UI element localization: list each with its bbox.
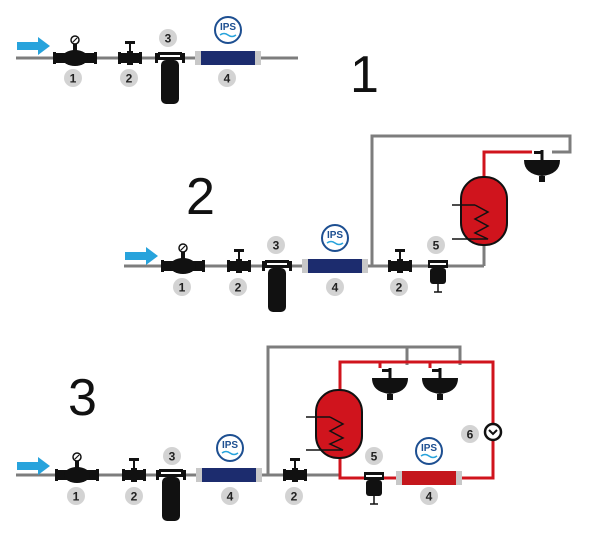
svg-text:3: 3: [169, 450, 176, 464]
ips-logo-text: IPS: [222, 440, 238, 451]
shutoff-valve-icon: [388, 249, 412, 273]
svg-text:2: 2: [126, 72, 133, 86]
badge-2: 2: [120, 69, 138, 87]
scenario-number: 1: [350, 46, 379, 104]
badge-1: 1: [64, 69, 82, 87]
shutoff-valve-icon: [227, 249, 251, 273]
ips-logo: IPS: [214, 16, 242, 44]
cold-branch-pipe: [370, 134, 572, 266]
cartridge-filter-icon: [155, 52, 185, 104]
circulation-pump-icon: [483, 422, 503, 442]
badge-4: 4: [218, 69, 236, 87]
ips-unit: [195, 51, 261, 65]
badge-2: 2: [390, 278, 408, 296]
svg-text:4: 4: [227, 490, 234, 504]
ips-logo-text: IPS: [421, 443, 437, 454]
inflow-arrow: [17, 37, 50, 55]
small-filter-icon: [363, 471, 385, 505]
badge-3: 3: [163, 447, 181, 465]
badge-1: 1: [67, 487, 85, 505]
shutoff-valve-icon: [283, 458, 307, 482]
sink-icon: [422, 368, 458, 400]
scenario-1: IPS 1 2 3 4 1: [16, 16, 379, 104]
ips-logo-text: IPS: [220, 22, 236, 33]
scenario-3: IPS IPS 1 2 3 4 2: [16, 345, 503, 521]
badge-1: 1: [173, 278, 191, 296]
svg-text:3: 3: [165, 32, 172, 46]
badge-2: 2: [125, 487, 143, 505]
sink-icon: [524, 150, 560, 182]
badge-2: 2: [285, 487, 303, 505]
hot-pipe: [482, 150, 532, 178]
badge-5: 5: [427, 236, 445, 254]
svg-text:1: 1: [70, 72, 77, 86]
svg-text:1: 1: [73, 490, 80, 504]
cartridge-filter-icon: [156, 469, 186, 521]
svg-text:2: 2: [235, 281, 242, 295]
badge-6: 6: [461, 425, 479, 443]
svg-text:5: 5: [371, 450, 378, 464]
ips-logo: IPS: [321, 224, 349, 252]
ips-unit: [302, 259, 368, 273]
water-heater-icon: [306, 389, 363, 459]
scenario-number: 3: [68, 369, 97, 427]
ips-logo: IPS: [415, 437, 443, 465]
svg-text:2: 2: [291, 490, 298, 504]
svg-text:2: 2: [396, 281, 403, 295]
cartridge-filter-icon: [262, 260, 292, 312]
badge-4: 4: [326, 278, 344, 296]
hot-loop-pipe: [338, 360, 495, 480]
ips-unit-hot: [396, 471, 462, 485]
svg-text:4: 4: [426, 490, 433, 504]
small-filter-icon: [427, 259, 449, 293]
shutoff-valve-icon: [122, 458, 146, 482]
sink-icon: [372, 368, 408, 400]
svg-text:6: 6: [467, 428, 474, 442]
badge-2: 2: [229, 278, 247, 296]
water-heater-icon: [452, 176, 508, 246]
badge-4: 4: [221, 487, 239, 505]
cold-branch-pipe: [266, 345, 462, 475]
scenario-number: 2: [186, 168, 215, 226]
svg-text:3: 3: [273, 239, 280, 253]
water-meter-icon: [52, 35, 98, 67]
svg-text:2: 2: [131, 490, 138, 504]
ips-logo: IPS: [216, 434, 244, 462]
ips-unit: [196, 468, 262, 482]
badge-5: 5: [365, 447, 383, 465]
svg-text:4: 4: [224, 72, 231, 86]
svg-text:1: 1: [179, 281, 186, 295]
shutoff-valve-icon: [118, 41, 142, 65]
badge-3: 3: [159, 29, 177, 47]
water-meter-icon: [160, 243, 206, 275]
ips-logo-text: IPS: [327, 230, 343, 241]
inflow-arrow: [125, 247, 158, 265]
svg-text:5: 5: [433, 239, 440, 253]
inflow-arrow: [17, 457, 50, 475]
scenario-2: IPS 1 2 3 4 2 5 2: [124, 134, 572, 312]
water-meter-icon: [54, 452, 100, 484]
badge-4: 4: [420, 487, 438, 505]
svg-text:4: 4: [332, 281, 339, 295]
badge-3: 3: [267, 236, 285, 254]
